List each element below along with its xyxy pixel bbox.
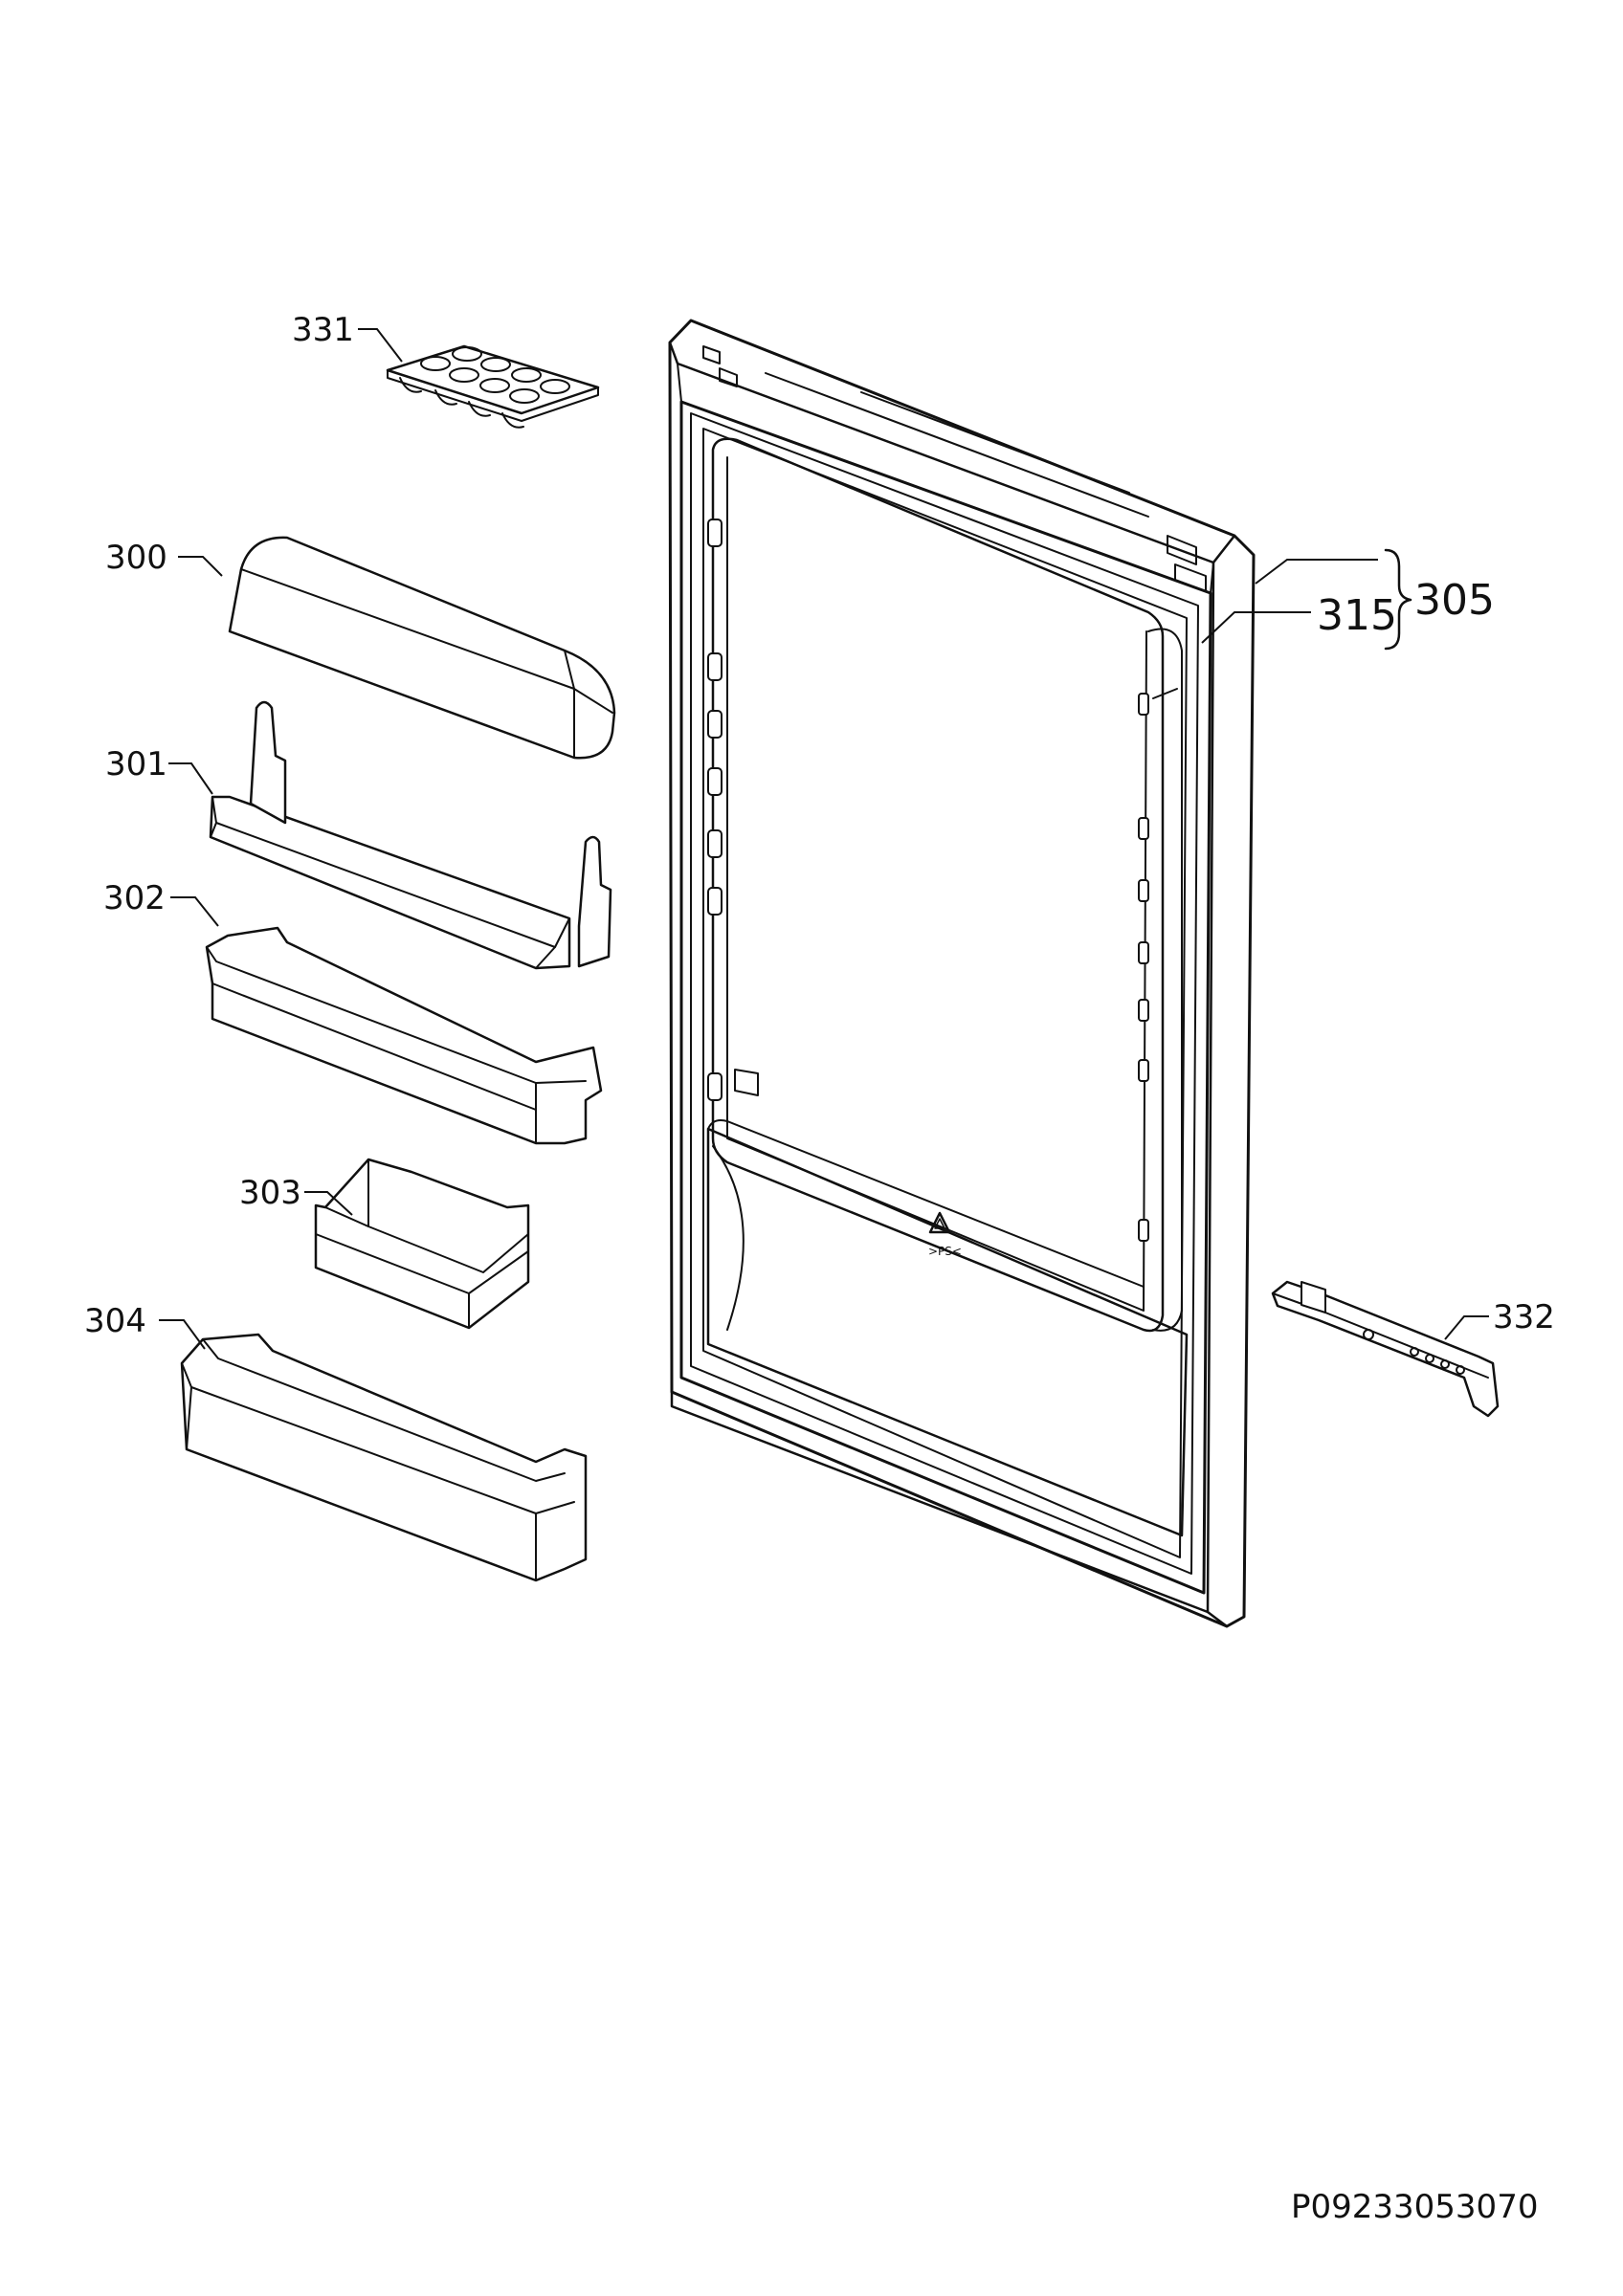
leader-305: [1255, 559, 1378, 585]
leader-304: [159, 1319, 206, 1350]
large-bin-part-304: [180, 1333, 588, 1582]
door-shelf-part-301: [209, 700, 612, 970]
recycle-mark-text: >PS<: [928, 1245, 962, 1258]
leader-301: [168, 762, 213, 795]
leader-331: [358, 328, 403, 363]
label-315: 315: [1317, 591, 1397, 640]
label-303: 303: [239, 1174, 301, 1212]
leader-300: [178, 556, 223, 577]
egg-tray-part-331: [386, 344, 600, 429]
document-code: P09233053070: [1291, 2188, 1538, 2226]
door-shelf-part-302: [205, 926, 603, 1145]
label-304: 304: [84, 1302, 146, 1340]
shelf-cover-part-300: [228, 536, 616, 760]
label-332: 332: [1493, 1298, 1555, 1336]
label-302: 302: [103, 879, 166, 917]
label-331: 331: [292, 311, 354, 349]
label-301: 301: [105, 745, 167, 784]
label-300: 300: [105, 539, 167, 577]
bracket-brace: [1384, 548, 1412, 651]
leader-303: [304, 1191, 353, 1216]
door-assembly-part-305: >PS<: [668, 319, 1256, 1628]
leader-315: [1201, 611, 1311, 644]
leader-302: [170, 896, 219, 927]
label-305: 305: [1414, 576, 1495, 625]
hinge-part-332: [1271, 1280, 1500, 1418]
small-bin-part-303: [314, 1158, 530, 1330]
leader-332: [1444, 1315, 1489, 1340]
